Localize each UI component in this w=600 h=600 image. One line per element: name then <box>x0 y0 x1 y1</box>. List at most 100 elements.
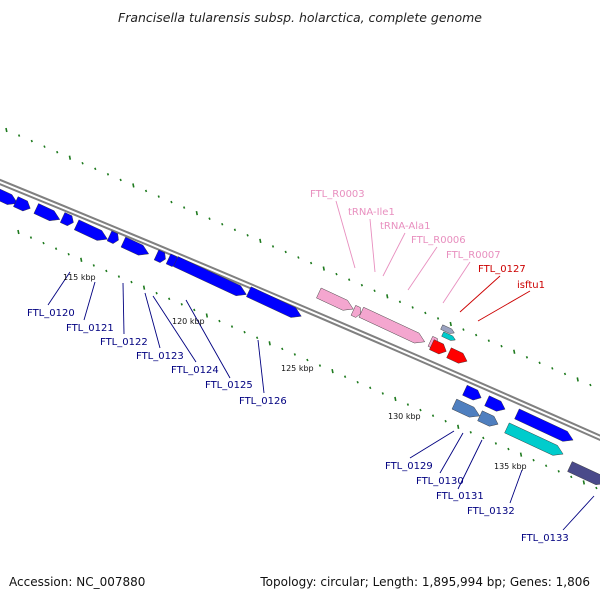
tick-mark <box>130 280 133 284</box>
rna-label-ftl-r0003[interactable]: FTL_R0003 <box>310 189 365 200</box>
tick-mark <box>157 195 160 198</box>
feature-mobile-2[interactable] <box>446 347 470 366</box>
tick-mark <box>381 392 384 395</box>
tick-mark <box>29 236 33 239</box>
rna-label-ftl-r0007[interactable]: FTL_R0007 <box>446 250 501 261</box>
scale-label-115: 115 kbp <box>63 273 96 282</box>
leader-line <box>122 282 125 335</box>
feature-ftl-0126a[interactable] <box>153 249 168 264</box>
tick-mark <box>281 347 284 351</box>
tick-mark <box>557 470 560 473</box>
tick-mark <box>68 155 72 160</box>
tick-mark <box>233 228 237 232</box>
feature-ftl-0120[interactable] <box>0 185 20 209</box>
tick-mark <box>170 200 173 204</box>
tick-mark <box>208 217 211 220</box>
leader-line <box>409 430 455 459</box>
tick-mark <box>306 358 309 362</box>
gene-label-ftl-0120[interactable]: FTL_0120 <box>27 308 75 319</box>
tick-mark <box>469 431 472 434</box>
tick-mark <box>132 183 135 188</box>
tick-mark <box>595 486 598 490</box>
gene-label-ftl-0121[interactable]: FTL_0121 <box>66 323 114 334</box>
rna-label-ftl-r0006[interactable]: FTL_R0006 <box>411 235 466 246</box>
leader-line <box>562 495 595 531</box>
feature-ftl-0124[interactable] <box>74 219 109 244</box>
gene-label-ftl-0129[interactable]: FTL_0129 <box>385 461 433 472</box>
tick-mark <box>360 283 364 287</box>
feature-ftl-0126c[interactable] <box>173 256 248 300</box>
accession-label: Accession: NC_007880 <box>9 575 146 589</box>
tick-mark <box>369 386 372 390</box>
leader-lines <box>47 200 595 531</box>
tick-mark <box>532 458 535 462</box>
tick-mark <box>589 383 592 387</box>
gene-label-ftl-0131[interactable]: FTL_0131 <box>436 491 484 502</box>
tick-mark <box>318 364 322 367</box>
tick-mark <box>411 306 414 309</box>
feature-trna-ala1[interactable] <box>358 306 427 347</box>
rna-label-trna-ile1[interactable]: tRNA-Ile1 <box>348 207 395 218</box>
tick-mark <box>218 319 221 323</box>
scale-label-135: 135 kbp <box>494 462 527 471</box>
leader-line <box>382 232 406 277</box>
mobile-label-ftl-0127[interactable]: FTL_0127 <box>478 264 526 275</box>
feature-ftl-0122[interactable] <box>33 203 62 225</box>
feature-ftl-0121[interactable] <box>13 196 32 214</box>
feature-ftl-0131[interactable] <box>477 410 501 429</box>
gene-label-ftl-0133[interactable]: FTL_0133 <box>521 533 569 544</box>
tick-mark <box>500 344 503 348</box>
tick-mark <box>335 272 338 276</box>
feature-ftl-0126d[interactable] <box>246 286 303 321</box>
tick-mark <box>525 355 529 359</box>
tick-mark <box>449 321 452 327</box>
feature-ftl-0129b[interactable] <box>484 395 508 414</box>
tick-mark <box>576 377 579 382</box>
tick-mark <box>570 475 573 479</box>
feature-trna-ile1[interactable] <box>350 305 363 318</box>
gene-label-ftl-0125[interactable]: FTL_0125 <box>205 380 253 391</box>
feature-ftl-0127-grey[interactable] <box>440 324 456 335</box>
leader-line <box>509 469 523 504</box>
gene-label-ftl-0124[interactable]: FTL_0124 <box>171 365 219 376</box>
genome-summary: Topology: circular; Length: 1,895,994 bp… <box>260 575 590 589</box>
mobile-label-isftu1[interactable]: isftu1 <box>517 280 545 291</box>
tick-mark <box>343 375 347 378</box>
gene-label-ftl-0132[interactable]: FTL_0132 <box>467 506 515 517</box>
feature-ftl-0133[interactable] <box>567 461 600 489</box>
feature-ftl-0132b[interactable] <box>514 408 576 445</box>
tick-mark <box>94 167 97 171</box>
feature-ftl-0127-cyan[interactable] <box>441 331 457 342</box>
tick-mark <box>42 241 45 245</box>
feature-mobile-1[interactable] <box>429 339 448 357</box>
feature-ftl-0125[interactable] <box>106 230 121 245</box>
scale-label-125: 125 kbp <box>281 364 314 373</box>
tick-mark <box>205 313 209 318</box>
leader-line <box>185 299 231 379</box>
tick-mark <box>544 464 548 468</box>
tick-mark <box>513 349 516 354</box>
tick-mark <box>180 303 183 306</box>
tick-mark <box>431 414 435 417</box>
feature-ftl-0129[interactable] <box>462 384 484 403</box>
feature-ftl-0132[interactable] <box>504 422 566 459</box>
feature-ftl-0125b[interactable] <box>120 236 151 259</box>
tick-mark <box>17 134 21 137</box>
tick-mark <box>255 336 259 340</box>
gene-label-ftl-0130[interactable]: FTL_0130 <box>416 476 464 487</box>
tick-mark <box>482 436 485 440</box>
tick-mark <box>519 452 523 457</box>
gene-label-ftl-0126[interactable]: FTL_0126 <box>239 396 287 407</box>
leader-line <box>335 200 356 269</box>
leader-line <box>152 295 197 363</box>
tick-mark <box>538 361 541 365</box>
tick-mark <box>195 210 199 216</box>
feature-ftl-0130[interactable] <box>451 398 482 421</box>
gene-label-ftl-0123[interactable]: FTL_0123 <box>136 351 184 362</box>
rna-label-trna-ala1[interactable]: tRNA-Ala1 <box>380 221 430 232</box>
feature-ftl-r0003[interactable] <box>316 287 355 314</box>
map-title: Francisella tularensis subsp. holarctica… <box>118 10 482 25</box>
tick-mark <box>293 353 296 356</box>
gene-label-ftl-0122[interactable]: FTL_0122 <box>100 337 148 348</box>
feature-ftl-0123[interactable] <box>59 212 76 227</box>
